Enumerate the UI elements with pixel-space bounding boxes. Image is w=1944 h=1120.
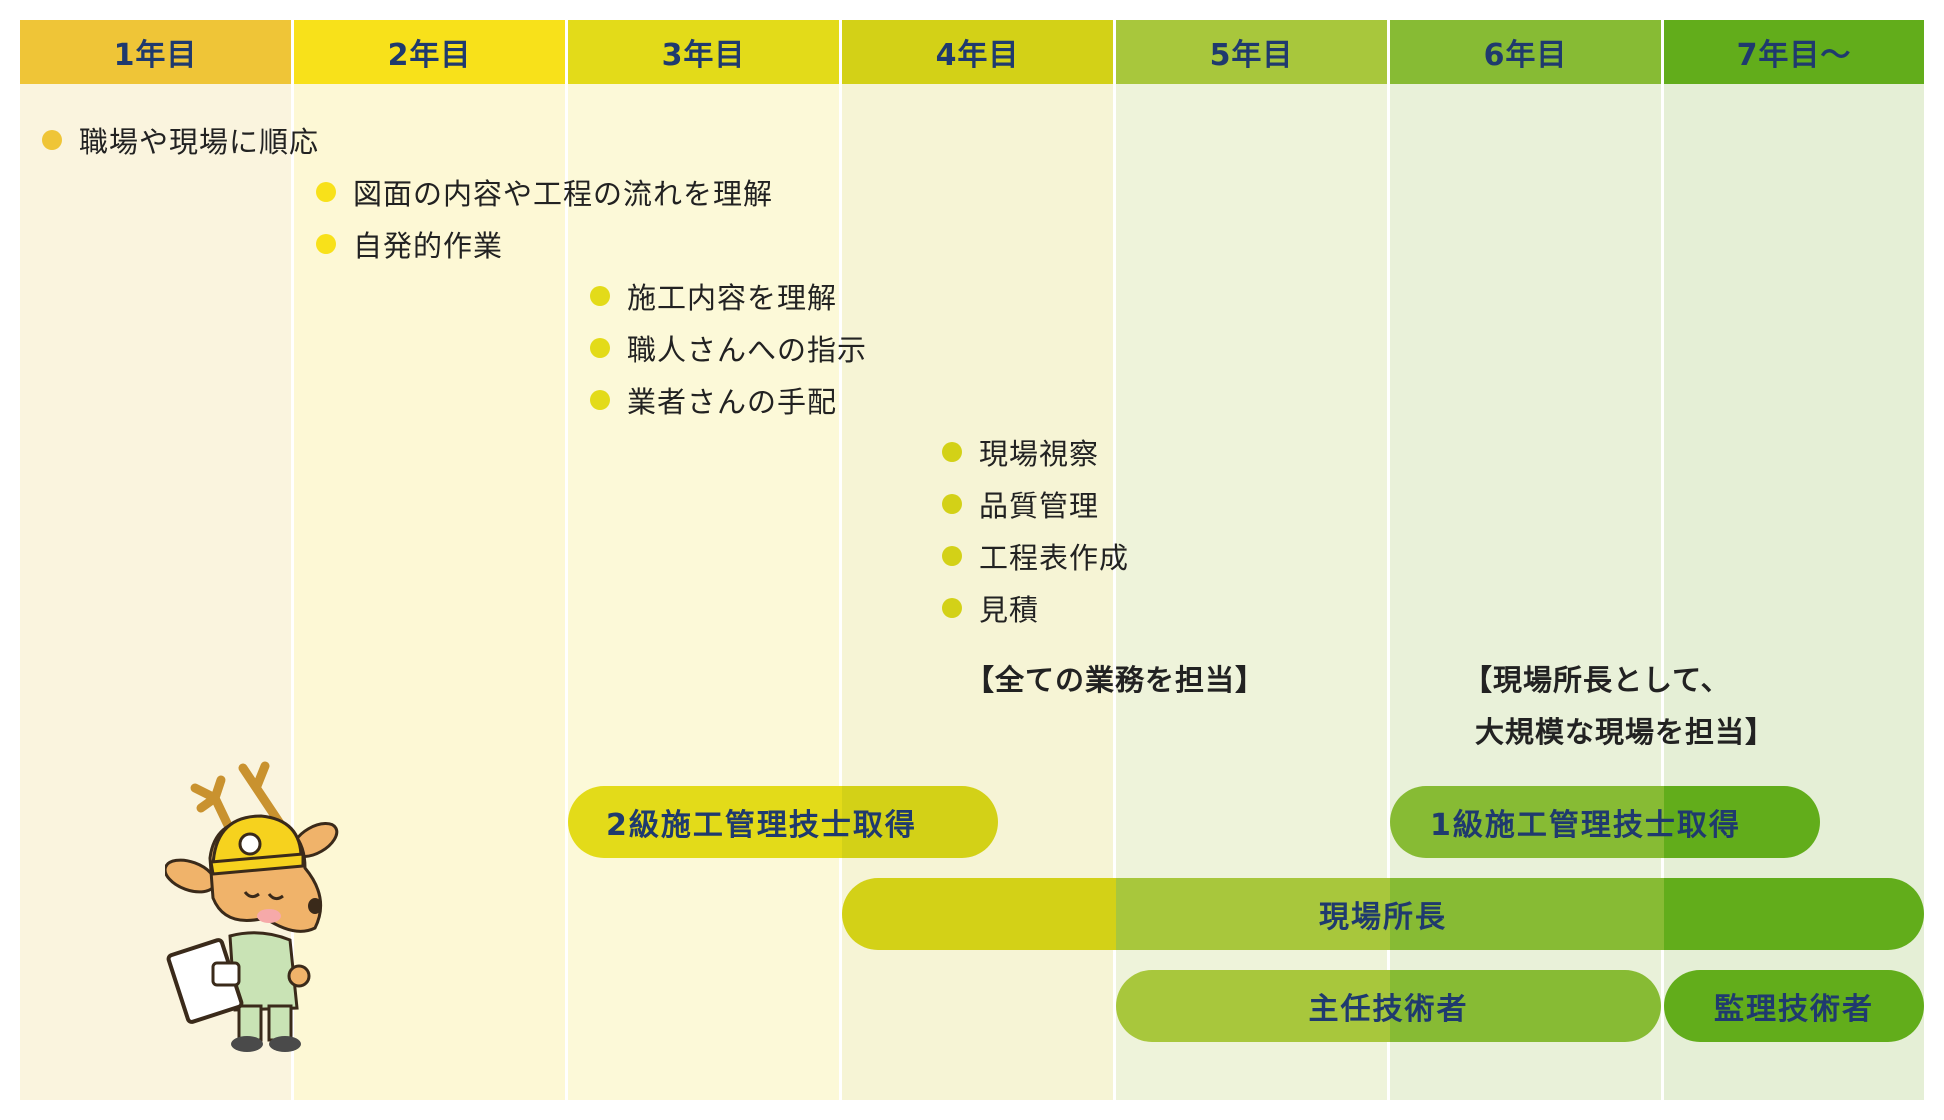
pill-segment [568, 786, 842, 858]
task-label: 自発的作業 [353, 229, 504, 263]
year-header: 7年目〜 [1664, 20, 1924, 84]
year-header: 2年目 [294, 20, 565, 84]
milestone-pill: 2級施工管理技士取得 [568, 786, 998, 858]
pill-segment [842, 786, 998, 858]
milestone-label: 現場所長 [1319, 900, 1447, 935]
bullet-dot-icon [590, 338, 610, 358]
year-header-label: 7年目〜 [1736, 38, 1852, 73]
task-item: 品質管理 [942, 484, 1099, 524]
note-line: 大規模な現場を担当】 [1475, 715, 1776, 749]
milestone-label: 監理技術者 [1714, 992, 1874, 1027]
year-header: 1年目 [20, 20, 291, 84]
task-item: 工程表作成 [942, 536, 1129, 576]
pill-segment [1390, 970, 1661, 1042]
bullet-dot-icon [42, 130, 62, 150]
task-item: 自発的作業 [316, 224, 503, 264]
task-item: 見積 [942, 588, 1039, 628]
task-label: 見積 [979, 593, 1040, 627]
note-line: 【現場所長として、 [1463, 663, 1731, 697]
year-header-label: 4年目 [935, 38, 1020, 73]
year-header-label: 3年目 [661, 38, 746, 73]
task-label: 職人さんへの指示 [627, 333, 868, 367]
task-label: 品質管理 [979, 489, 1100, 523]
milestone-pill: 主任技術者 [1116, 970, 1661, 1042]
pill-segment [1390, 878, 1664, 950]
year-column [568, 20, 839, 1100]
year-header-label: 2年目 [387, 38, 472, 73]
bullet-dot-icon [590, 286, 610, 306]
deer-mascot-icon [165, 761, 339, 1052]
year-header: 5年目 [1116, 20, 1387, 84]
pill-segment [1116, 878, 1390, 950]
bullet-dot-icon [316, 234, 336, 254]
task-item: 図面の内容や工程の流れを理解 [316, 172, 773, 212]
note-text: 【現場所長として、大規模な現場を担当】 [1463, 654, 1775, 758]
pill-segment [1116, 970, 1390, 1042]
task-item: 業者さんの手配 [590, 380, 837, 420]
milestone-label: 1級施工管理技士取得 [1430, 808, 1741, 843]
task-label: 職場や現場に順応 [79, 125, 320, 159]
bullet-dot-icon [942, 494, 962, 514]
pill-segment [1664, 970, 1924, 1042]
year-header: 3年目 [568, 20, 839, 84]
task-label: 施工内容を理解 [627, 281, 838, 315]
pill-segment [1390, 786, 1664, 858]
bullet-dot-icon [942, 598, 962, 618]
milestone-label: 2級施工管理技士取得 [606, 808, 917, 843]
milestone-pill: 監理技術者 [1664, 970, 1924, 1042]
year-column [294, 20, 565, 1100]
pill-segment [1664, 878, 1924, 950]
note-text: 【全ての業務を担当】 [965, 654, 1265, 706]
task-label: 図面の内容や工程の流れを理解 [353, 177, 774, 211]
milestone-pill: 1級施工管理技士取得 [1390, 786, 1820, 858]
task-item: 施工内容を理解 [590, 276, 837, 316]
note-line: 【全ての業務を担当】 [965, 663, 1266, 697]
year-header-label: 6年目 [1483, 38, 1568, 73]
bullet-dot-icon [942, 442, 962, 462]
task-label: 現場視察 [979, 437, 1100, 471]
task-label: 業者さんの手配 [627, 385, 838, 419]
pill-segment [1664, 786, 1820, 858]
bullet-dot-icon [590, 390, 610, 410]
year-header: 4年目 [842, 20, 1113, 84]
milestone-pill: 現場所長 [842, 878, 1924, 950]
year-header-label: 1年目 [113, 38, 198, 73]
bullet-dot-icon [942, 546, 962, 566]
pill-segment [842, 878, 1116, 950]
task-label: 工程表作成 [979, 541, 1130, 575]
task-item: 現場視察 [942, 432, 1099, 472]
task-item: 職人さんへの指示 [590, 328, 867, 368]
bullet-dot-icon [316, 182, 336, 202]
milestone-label: 主任技術者 [1308, 992, 1469, 1027]
year-header-label: 5年目 [1209, 38, 1294, 73]
year-header: 6年目 [1390, 20, 1661, 84]
task-item: 職場や現場に順応 [42, 120, 319, 160]
